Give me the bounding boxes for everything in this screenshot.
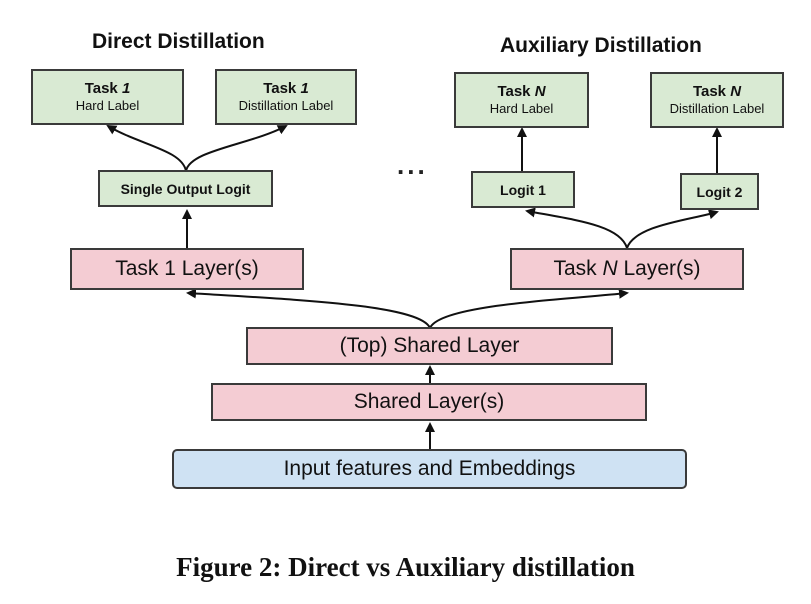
input-features-box: Input features and Embeddings <box>172 449 687 489</box>
aux-hard-label-box: Task N Hard Label <box>454 72 589 128</box>
logit-1-box: Logit 1 <box>471 171 575 208</box>
figure-caption: Figure 2: Direct vs Auxiliary distillati… <box>176 552 635 582</box>
arrow-logit-to-hard <box>106 124 187 172</box>
heading-direct-distillation: Direct Distillation <box>92 30 265 53</box>
arrow-top-to-taskN <box>429 288 629 329</box>
aux-distillation-label-box: Task N Distillation Label <box>650 72 784 128</box>
logit-2-box: Logit 2 <box>680 173 759 210</box>
arrow-top-to-task1 <box>186 288 431 329</box>
arrow-taskN-to-logit2 <box>626 209 719 249</box>
heading-auxiliary-distillation: Auxiliary Distillation <box>500 34 702 57</box>
task-1-layers-box: Task 1 Layer(s) <box>70 248 304 290</box>
arrow-taskN-to-logit1 <box>525 207 628 249</box>
single-output-logit-box: Single Output Logit <box>98 170 273 207</box>
task-n-layers-box: Task N Layer(s) <box>510 248 744 290</box>
top-shared-layer-box: (Top) Shared Layer <box>246 327 613 365</box>
direct-hard-label-box: Task 1 Hard Label <box>31 69 184 125</box>
ellipsis-more-tasks: ... <box>397 150 428 180</box>
shared-layers-box: Shared Layer(s) <box>211 383 647 421</box>
arrow-logit-to-distill <box>185 125 288 172</box>
direct-distillation-label-box: Task 1 Distillation Label <box>215 69 357 125</box>
